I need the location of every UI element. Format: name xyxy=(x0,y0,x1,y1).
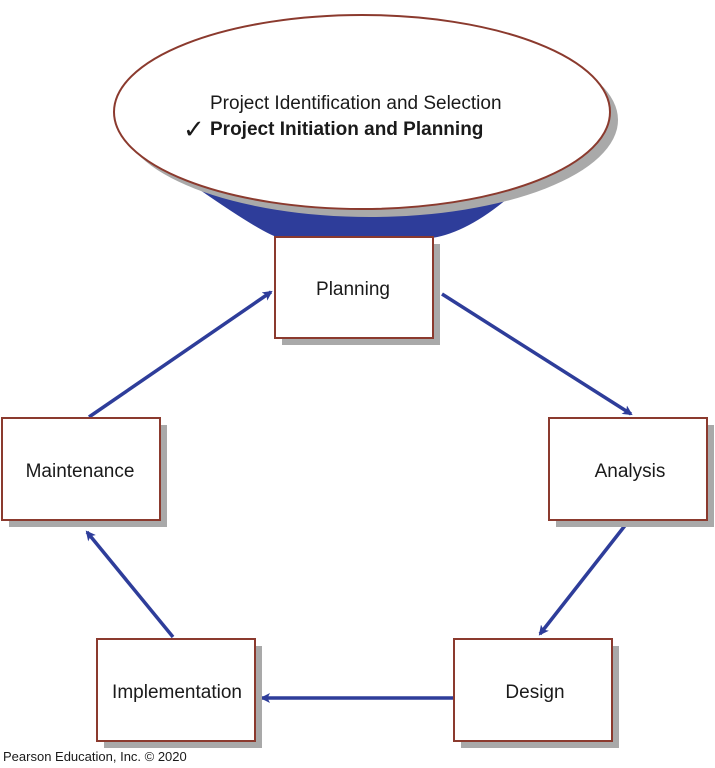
phase-maintenance: Maintenance xyxy=(1,417,167,527)
phase-planning-box xyxy=(274,236,434,339)
arrow-implementation-to-maintenance xyxy=(85,530,175,639)
phase-implementation: Implementation xyxy=(96,638,262,748)
arrow-maintenance-to-planning xyxy=(88,290,273,419)
copyright-notice: Pearson Education, Inc. © 2020 xyxy=(3,749,187,764)
callout-line-1: Project Identification and Selection xyxy=(210,93,502,114)
checkmark-icon: ✓ xyxy=(183,115,205,145)
arrow-analysis-to-design xyxy=(538,521,629,636)
phase-analysis-box xyxy=(548,417,708,521)
phase-maintenance-label: Maintenance xyxy=(26,461,135,482)
arrow-planning-to-analysis xyxy=(441,292,633,416)
phase-implementation-box xyxy=(96,638,256,742)
phase-analysis: Analysis xyxy=(548,417,714,527)
phase-design: Design xyxy=(453,638,619,748)
callout-line-2: Project Initiation and Planning xyxy=(210,119,483,140)
phase-maintenance-box xyxy=(1,417,161,521)
phase-planning-label: Planning xyxy=(316,279,390,300)
phase-implementation-label: Implementation xyxy=(112,682,242,703)
phase-design-label: Design xyxy=(505,682,564,703)
phase-design-box xyxy=(453,638,613,742)
phase-analysis-label: Analysis xyxy=(595,461,666,482)
phase-planning: Planning xyxy=(274,236,440,345)
callout-oval xyxy=(113,14,611,210)
